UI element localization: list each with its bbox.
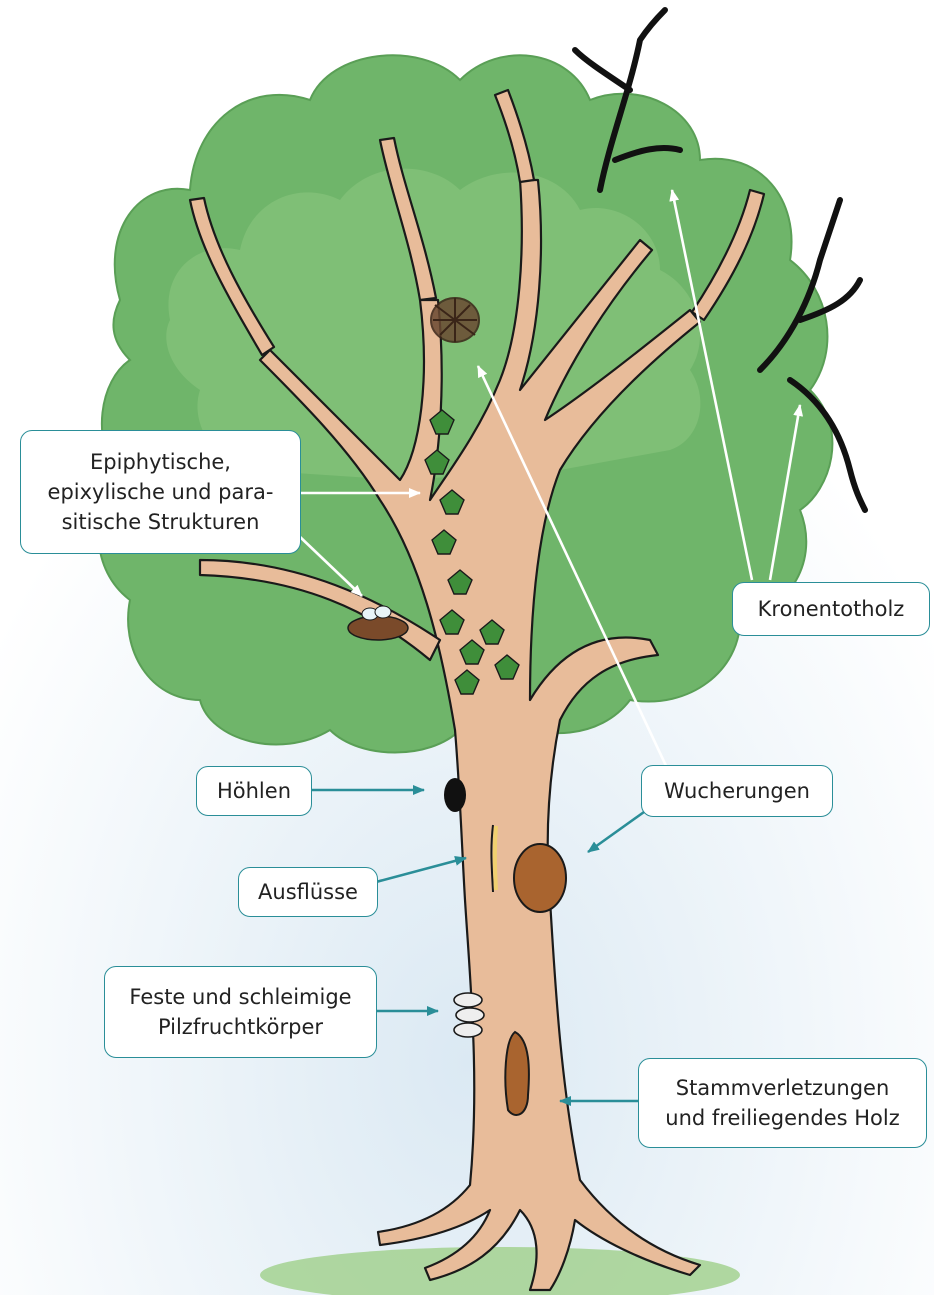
label-ausfluesse: Ausflüsse bbox=[238, 867, 378, 917]
label-epiphytische-line1: Epiphytische, bbox=[90, 447, 231, 477]
label-ausfluesse-text: Ausflüsse bbox=[258, 877, 358, 907]
label-hoehlen-text: Höhlen bbox=[217, 776, 291, 806]
trunk-wound bbox=[505, 1032, 529, 1115]
burl-icon bbox=[514, 844, 566, 912]
label-epiphytische-line2: epixylische und para- bbox=[48, 477, 274, 507]
bracket-fungus-icon bbox=[454, 993, 484, 1037]
label-epiphytische-line3: sitische Strukturen bbox=[62, 507, 260, 537]
label-kronentotholz: Kronentotholz bbox=[732, 582, 930, 636]
label-pilze-line2: Pilzfruchtkörper bbox=[158, 1012, 323, 1042]
label-epiphytische-strukturen: Epiphytische, epixylische und para- siti… bbox=[20, 430, 301, 554]
label-wucherungen-text: Wucherungen bbox=[664, 776, 810, 806]
label-stammverletzungen: Stammverletzungen und freiliegendes Holz bbox=[638, 1058, 927, 1148]
label-wucherungen: Wucherungen bbox=[641, 765, 833, 817]
label-stamm-line1: Stammverletzungen bbox=[676, 1073, 890, 1103]
mistletoe-icon bbox=[431, 298, 479, 342]
cavity-hole bbox=[444, 778, 466, 812]
label-stamm-line2: und freiliegendes Holz bbox=[665, 1103, 899, 1133]
label-kronentotholz-text: Kronentotholz bbox=[758, 594, 905, 624]
label-pilze-line1: Feste und schleimige bbox=[129, 982, 351, 1012]
label-hoehlen: Höhlen bbox=[196, 766, 312, 816]
label-pilzfruchtkoerper: Feste und schleimige Pilzfruchtkörper bbox=[104, 966, 377, 1058]
